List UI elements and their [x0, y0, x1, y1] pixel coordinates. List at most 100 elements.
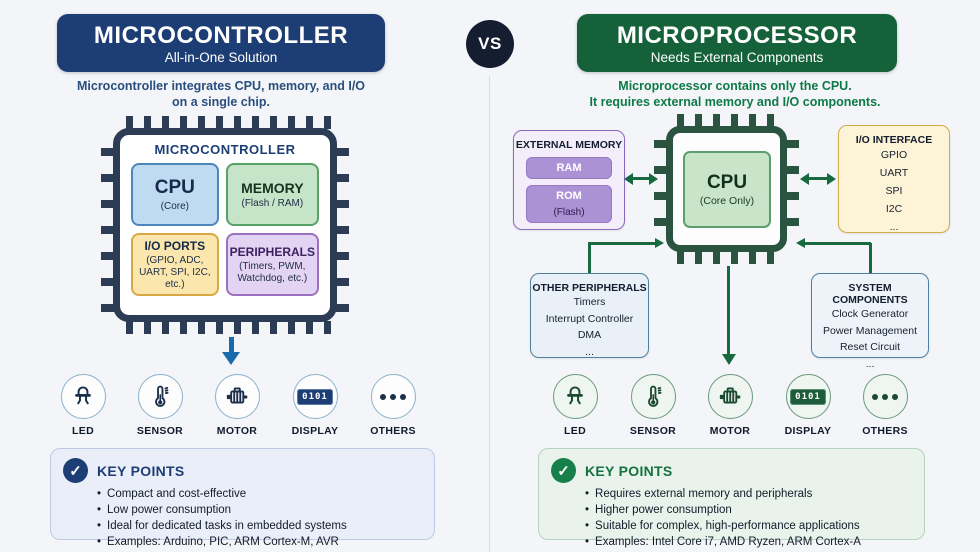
- cpu-block-title: CPU: [154, 176, 195, 198]
- chip-pins-left: [654, 140, 667, 240]
- key-point: Examples: Intel Core i7, AMD Ryzen, ARM …: [585, 534, 912, 550]
- center-divider: [489, 76, 490, 552]
- key-points-header: ✓ KEY POINTS: [551, 458, 912, 483]
- io-item: GPIO: [880, 149, 908, 161]
- key-point: Requires external memory and peripherals: [585, 486, 912, 502]
- system-item: Power Management: [823, 324, 917, 337]
- io-item: SPI: [885, 185, 903, 197]
- icon-label: SENSOR: [136, 425, 184, 437]
- sensor-item: SENSOR: [120, 374, 200, 437]
- key-point: Ideal for dedicated tasks in embedded sy…: [97, 518, 422, 534]
- led-icon: [552, 374, 598, 419]
- check-icon: ✓: [63, 458, 88, 483]
- peripherals-title: PERIPHERALS: [229, 244, 315, 259]
- chip-pins-left: [101, 148, 114, 312]
- peripherals-sub: (Timers, PWM, Watchdog, etc.): [237, 260, 308, 284]
- memory-block-title: MEMORY: [241, 179, 304, 196]
- display-icon: 0101: [785, 374, 831, 419]
- io-ports-sub: (GPIO, ADC, UART, SPI, I2C, etc.): [139, 254, 211, 290]
- led-icon: [60, 374, 106, 419]
- key-point: Examples: Arduino, PIC, ARM Cortex-M, AV…: [97, 534, 422, 550]
- system-item: Clock Generator: [831, 308, 909, 320]
- sensor-icon: [630, 374, 676, 419]
- others-item: OTHERS: [845, 374, 925, 437]
- key-points-title: KEY POINTS: [97, 462, 185, 479]
- motor-icon: [707, 374, 753, 419]
- chip-body: MICROCONTROLLER CPU (Core) MEMORY (Flash…: [113, 128, 337, 322]
- peripherals-connector-v: [588, 243, 591, 273]
- chip-down-arrow: [727, 266, 730, 354]
- microcontroller-key-points: ✓ KEY POINTS Compact and cost-effective …: [50, 448, 435, 548]
- cpu-title: CPU: [706, 172, 748, 193]
- memory-block: MEMORY (Flash / RAM): [225, 163, 319, 226]
- led-item: LED: [43, 374, 123, 437]
- key-points-header: ✓ KEY POINTS: [63, 458, 422, 483]
- ram-slab: RAM: [526, 157, 612, 179]
- peripheral-item: ...: [585, 345, 594, 358]
- io-interface-box: I/O INTERFACE GPIO UART SPI I2C ...: [838, 125, 950, 233]
- others-icon: [370, 374, 416, 419]
- chip-down-arrowhead: [721, 354, 736, 365]
- peripherals-arrowhead: [655, 238, 664, 248]
- system-components-title: SYSTEM COMPONENTS: [832, 282, 908, 306]
- vs-label: VS: [478, 34, 502, 53]
- icon-label: DISPLAY: [291, 425, 339, 437]
- chip-pins-right: [786, 140, 799, 240]
- icon-label: LED: [72, 425, 94, 437]
- icon-label: MOTOR: [709, 425, 751, 437]
- memory-chip-arrow: [624, 172, 658, 185]
- microprocessor-description: Microprocessor contains only the CPU. It…: [510, 78, 960, 110]
- system-connector-v: [869, 243, 872, 273]
- other-peripherals-box: OTHER PERIPHERALS Timers Interrupt Contr…: [530, 273, 649, 358]
- sensor-icon: [137, 374, 183, 419]
- io-item: UART: [879, 167, 909, 179]
- rom-slab: ROM (Flash): [526, 185, 612, 223]
- motor-icon: [214, 374, 260, 419]
- system-item: Reset Circuit: [839, 341, 901, 353]
- microprocessor-key-points: ✓ KEY POINTS Requires external memory an…: [538, 448, 925, 548]
- external-memory-title: EXTERNAL MEMORY: [515, 139, 623, 151]
- key-point: Suitable for complex, high-performance a…: [585, 518, 912, 534]
- microcontroller-subtitle: All-in-One Solution: [164, 50, 278, 65]
- display-icon: 0101: [292, 374, 338, 419]
- chip-label: MICROCONTROLLER: [154, 142, 296, 157]
- chip-pins-right: [336, 148, 349, 312]
- system-item: ...: [865, 357, 875, 370]
- system-components-box: SYSTEM COMPONENTS Clock Generator Power …: [811, 273, 929, 370]
- icon-label: DISPLAY: [784, 425, 832, 437]
- motor-item: MOTOR: [197, 374, 277, 437]
- motor-item: MOTOR: [690, 374, 770, 437]
- description-line: on a single chip.: [172, 95, 270, 109]
- key-point: Higher power consumption: [585, 502, 912, 518]
- chip-pins-bottom: [677, 251, 774, 264]
- icon-label: MOTOR: [216, 425, 258, 437]
- key-points-list: Requires external memory and peripherals…: [585, 486, 912, 550]
- microcontroller-description: Microcontroller integrates CPU, memory, …: [21, 78, 421, 110]
- external-memory-box: EXTERNAL MEMORY RAM ROM (Flash): [513, 130, 625, 230]
- io-item: I2C: [885, 203, 903, 215]
- io-ports-title: I/O PORTS: [144, 238, 206, 253]
- down-arrow: [229, 337, 234, 352]
- chip-block-grid: CPU (Core) MEMORY (Flash / RAM) I/O PORT…: [120, 157, 330, 296]
- others-item: OTHERS: [353, 374, 433, 437]
- peripherals-connector-h: [588, 242, 655, 245]
- peripheral-item: DMA: [577, 329, 602, 341]
- description-line: Microprocessor contains only the CPU.: [618, 79, 852, 93]
- rom-label: ROM: [556, 190, 582, 202]
- io-interface-title: I/O INTERFACE: [855, 134, 933, 146]
- ram-label: RAM: [556, 162, 582, 174]
- icon-label: OTHERS: [862, 425, 908, 437]
- peripheral-item: Interrupt Controller: [545, 312, 634, 325]
- microprocessor-title: MICROPROCESSOR: [616, 22, 858, 49]
- system-connector-h: [805, 242, 871, 245]
- rom-sub: (Flash): [553, 207, 585, 218]
- microprocessor-subtitle: Needs External Components: [650, 50, 824, 65]
- microprocessor-header: MICROPROCESSOR Needs External Components: [577, 14, 897, 72]
- icon-label: LED: [564, 425, 586, 437]
- cpu-block: CPU (Core): [131, 163, 219, 226]
- display-item: 0101 DISPLAY: [275, 374, 355, 437]
- cpu-core-block: CPU (Core Only): [683, 151, 771, 228]
- led-item: LED: [535, 374, 615, 437]
- chip-pins-top: [677, 114, 774, 127]
